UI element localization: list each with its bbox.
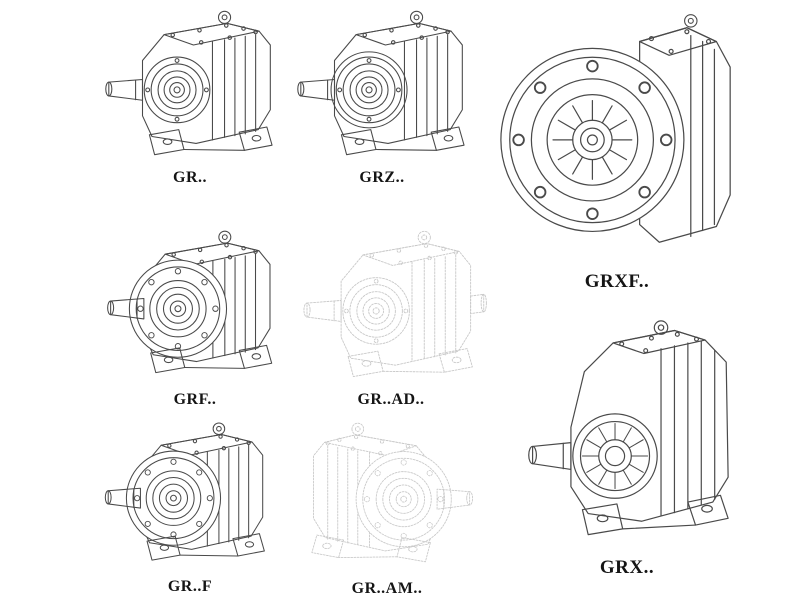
- figure-gr: GR..: [95, 6, 285, 187]
- figure-grf: GRF..: [97, 226, 293, 409]
- figure-grz: GRZ..: [287, 6, 477, 187]
- gearbox-drawing-grf: [97, 226, 293, 388]
- figure-label-grz: GRZ..: [359, 169, 405, 186]
- figure-label-gr: GR..: [173, 169, 207, 186]
- gearbox-drawing-grxf: [494, 2, 740, 268]
- figure-label-gr-ad: GR..AD..: [357, 391, 425, 408]
- gearbox-drawing-gr-ad: [293, 226, 487, 388]
- figure-grxf: GRXF..: [494, 2, 740, 293]
- gearbox-drawing-gr: [95, 6, 285, 166]
- gearbox-drawing-grz: [287, 6, 477, 166]
- figure-gr-f: GR..F: [95, 418, 285, 596]
- figure-label-grf: GRF..: [173, 391, 217, 408]
- gearbox-drawing-gr-am: [291, 418, 483, 577]
- gearbox-drawing-gr-f: [95, 418, 285, 575]
- figure-grx: GRX..: [500, 314, 754, 579]
- figure-label-gr-am: GR..AM..: [351, 580, 423, 597]
- figure-label-gr-f: GR..F: [167, 578, 213, 595]
- figure-gr-ad: GR..AD..: [293, 226, 489, 409]
- figure-gr-am: GR..AM..: [291, 418, 483, 598]
- figure-label-grxf: GRXF..: [584, 271, 650, 292]
- figure-label-grx: GRX..: [599, 557, 655, 578]
- gearbox-drawing-grx: [500, 314, 754, 554]
